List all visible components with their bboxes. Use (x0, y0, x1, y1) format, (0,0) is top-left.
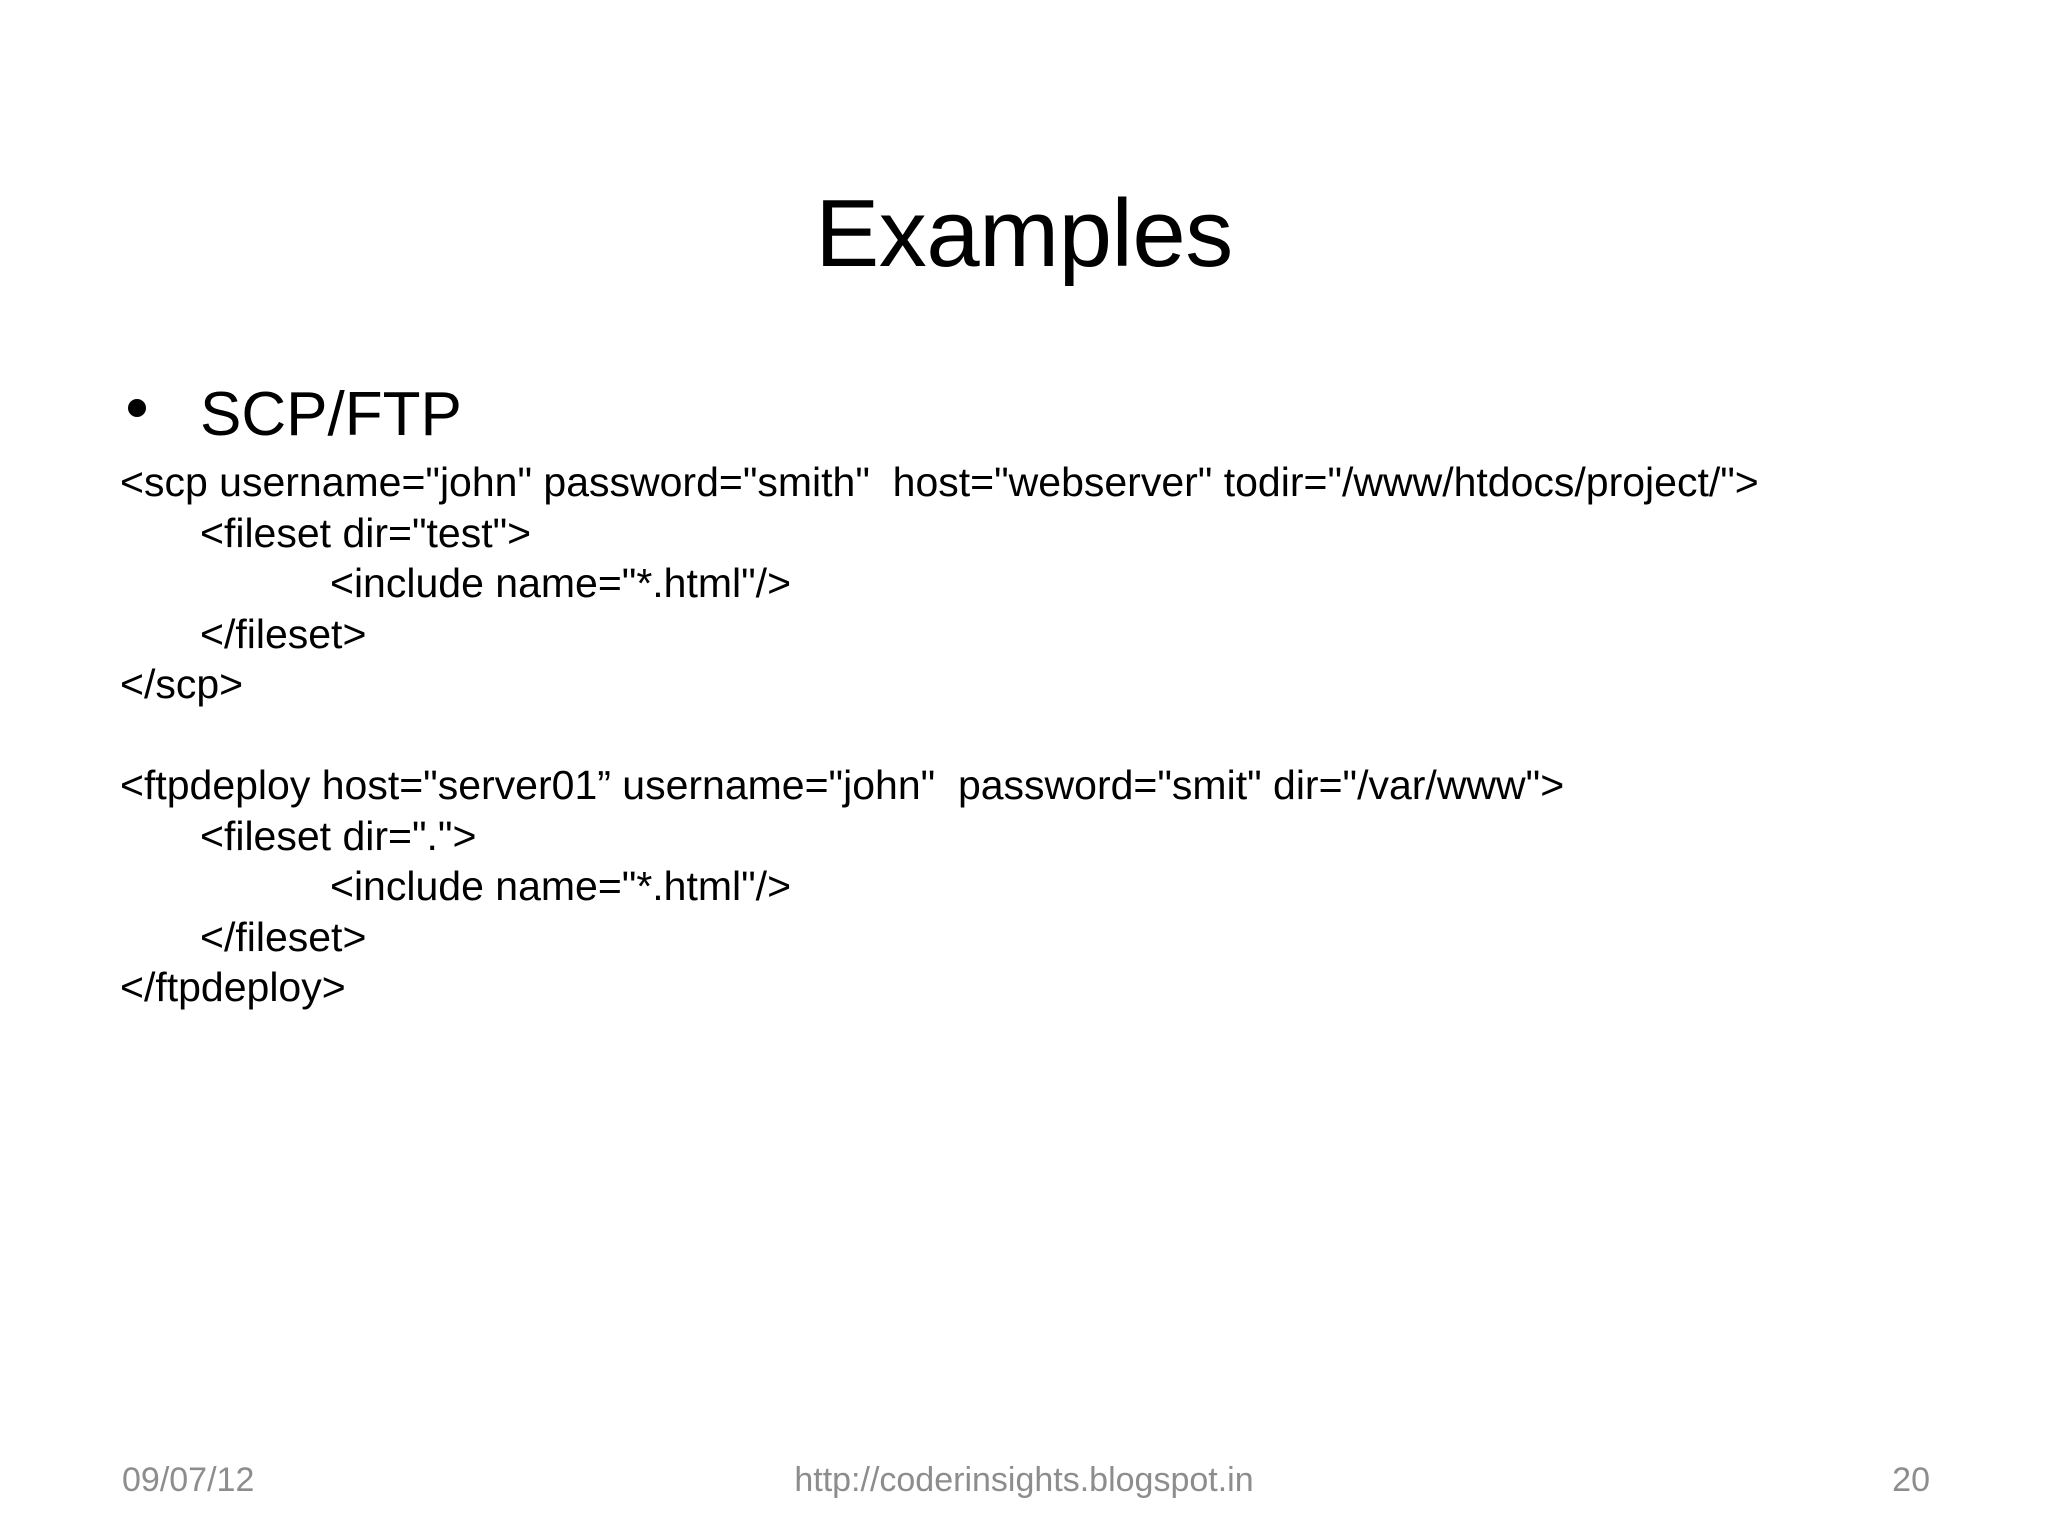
code-line: <include name="*.html"/> (330, 560, 792, 607)
footer-date: 09/07/12 (122, 1461, 255, 1499)
code-line: <scp username="john" password="smith" ho… (120, 459, 1759, 506)
code-line: </ftpdeploy> (120, 964, 346, 1011)
footer-page-number: 20 (1892, 1461, 1930, 1499)
bullet-dot-icon (128, 399, 146, 418)
bullet-item-label: SCP/FTP (200, 380, 462, 449)
code-line: <fileset dir="test"> (200, 509, 532, 556)
code-line: </fileset> (200, 610, 367, 657)
slide-body: SCP/FTP <scp username="john" password="s… (0, 378, 2048, 1013)
page-title: Examples (815, 180, 1233, 288)
bullet-item-scp-ftp: SCP/FTP (0, 378, 2048, 451)
code-line: </scp> (120, 661, 244, 708)
code-line: <fileset dir="."> (200, 812, 477, 859)
code-line: </fileset> (200, 913, 367, 960)
code-block: <scp username="john" password="smith" ho… (0, 457, 2048, 1013)
code-line: <include name="*.html"/> (330, 863, 792, 910)
slide-footer: 09/07/12 http://coderinsights.blogspot.i… (0, 1450, 2048, 1510)
code-line-spacer (0, 710, 2048, 761)
code-line: <ftpdeploy host="server01” username="joh… (120, 762, 1565, 809)
footer-url: http://coderinsights.blogspot.in (794, 1461, 1254, 1499)
